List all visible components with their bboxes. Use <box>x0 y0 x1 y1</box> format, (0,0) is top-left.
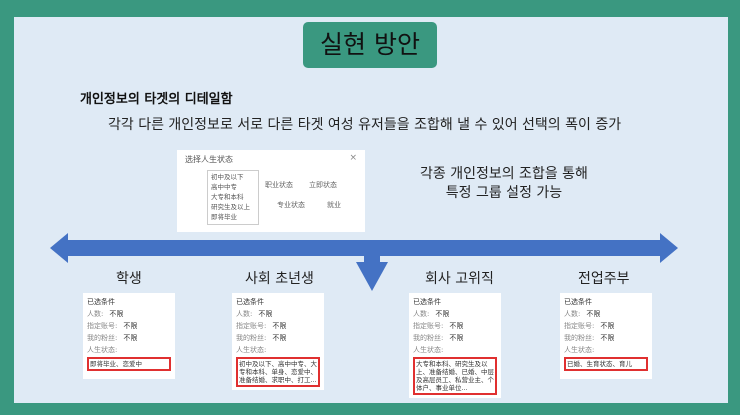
dropdown-option: 高中中专 <box>211 183 237 191</box>
status-label: 人生状态: <box>413 346 444 354</box>
highlighted-status: 即将毕业、恋爱中 <box>87 357 171 371</box>
card-row: 我的粉丝:不限 <box>413 334 464 342</box>
card-row: 我的粉丝:不限 <box>564 334 615 342</box>
group-card: 已选条件人数:不限指定账号:不限我的粉丝:不限人生状态: 即将毕业、恋爱中 <box>83 293 175 379</box>
card-row: 人数:不限 <box>236 310 273 318</box>
card-header: 已选条件 <box>87 298 115 306</box>
card-row: 人数:不限 <box>564 310 601 318</box>
card-row: 指定账号:不限 <box>413 322 464 330</box>
popup-screenshot: 选择人生状态 × 职业状态 立即状态 专业状态 就业 初中及以下 高中中专 大专… <box>177 150 365 232</box>
card-row: 我的粉丝:不限 <box>87 334 138 342</box>
group-label: 회사 고위직 <box>425 271 494 287</box>
note-line: 각종 개인정보의 조합을 통해 <box>420 166 588 182</box>
option: 就业 <box>327 201 341 209</box>
group-card: 已选条件人数:不限指定账号:不限我的粉丝:不限人生状态: 已婚、生育状态、育儿 <box>560 293 652 379</box>
highlighted-status: 已婚、生育状态、育儿 <box>564 357 648 371</box>
option: 职业状态 <box>265 181 293 189</box>
card-header: 已选条件 <box>413 298 441 306</box>
slide-title: 실현 방안 <box>303 22 437 68</box>
card-header: 已选条件 <box>236 298 264 306</box>
card-row: 人数:不限 <box>413 310 450 318</box>
highlighted-status: 初中及以下、高中中专、大专和本科、单身、恋爱中、准备结婚、求职中、打工... <box>236 357 320 387</box>
dropdown-option: 初中及以下 <box>211 173 244 181</box>
status-label: 人生状态: <box>564 346 595 354</box>
dropdown-list: 初中及以下 高中中专 大专和本科 研究生及以上 即将毕业 <box>207 170 259 225</box>
card-row: 我的粉丝:不限 <box>236 334 287 342</box>
dropdown-option: 即将毕业 <box>211 213 237 221</box>
note-line: 특정 그룹 설정 가능 <box>445 185 563 201</box>
group-label: 사회 초년생 <box>245 271 314 287</box>
status-label: 人生状态: <box>87 346 118 354</box>
note: 각종 개인정보의 조합을 통해 특정 그룹 설정 가능 <box>420 165 588 203</box>
option: 专业状态 <box>277 201 305 209</box>
group-label: 전업주부 <box>578 271 630 287</box>
card-row: 指定账号:不限 <box>236 322 287 330</box>
group-card: 已选条件人数:不限指定账号:不限我的粉丝:不限人生状态: 大专和本科、研究生及以上… <box>409 293 501 398</box>
card-row: 指定账号:不限 <box>564 322 615 330</box>
highlighted-status: 大专和本科、研究生及以上、准备结婚、已婚、中层及高层员工、私营业主、个体户、事业… <box>413 357 497 395</box>
close-icon: × <box>349 153 357 163</box>
group-label: 학생 <box>116 271 142 287</box>
description: 각각 다른 개인정보로 서로 다른 타겟 여성 유저들을 조합해 낼 수 있어 … <box>108 117 622 133</box>
status-label: 人生状态: <box>236 346 267 354</box>
card-row: 人数:不限 <box>87 310 124 318</box>
dropdown-option: 大专和本科 <box>211 193 244 201</box>
option: 立即状态 <box>309 181 337 189</box>
card-row: 指定账号:不限 <box>87 322 138 330</box>
group-card: 已选条件人数:不限指定账号:不限我的粉丝:不限人生状态: 初中及以下、高中中专、大… <box>232 293 324 390</box>
subheading: 개인정보의 타겟의 디테일함 <box>80 92 233 107</box>
dropdown-option: 研究生及以上 <box>211 203 250 211</box>
down-arrow <box>356 248 388 291</box>
popup-title: 选择人生状态 <box>185 155 233 164</box>
card-header: 已选条件 <box>564 298 592 306</box>
